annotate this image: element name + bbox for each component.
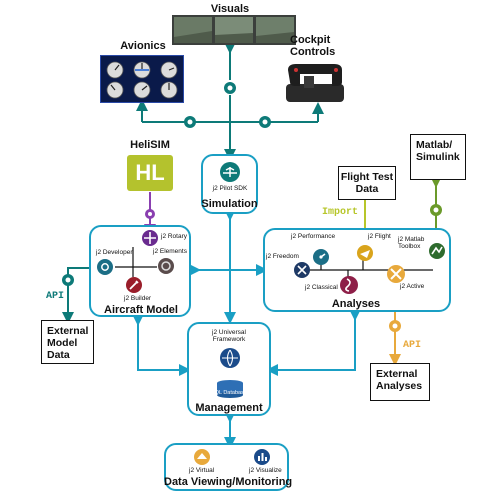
flight-test-data-label: Flight Test Data <box>340 171 394 196</box>
rotary-icon <box>142 230 158 246</box>
management-title: Management <box>195 402 263 414</box>
visualize-label: j2 Visualize <box>249 467 282 474</box>
analyses-title: Analyses <box>331 298 381 310</box>
active-icon <box>387 265 405 283</box>
external-model-data-doc: External Model Data <box>41 320 94 364</box>
management-box <box>187 322 271 416</box>
pilot-sdk-icon <box>220 162 240 182</box>
developer-label: j2 Developer <box>96 249 133 256</box>
data-viewing-box <box>164 443 289 491</box>
framework-icon <box>220 348 240 368</box>
classical-label: j2 Classical <box>305 284 338 291</box>
freedom-label: j2 Freedom <box>266 253 299 260</box>
avionics-label: Avionics <box>120 40 166 52</box>
matlab-toolbox-label: j2 Matlab Toolbox <box>398 236 425 250</box>
external-model-data-label: External Model Data <box>47 325 89 362</box>
visualize-icon <box>254 449 270 465</box>
framework-label: j2 Universal Framework <box>212 329 246 343</box>
matlab-simulink-label: Matlab/ Simulink <box>416 139 460 164</box>
active-label: j2 Active <box>400 283 425 290</box>
aircraft-model-title: Aircraft Model <box>104 304 178 316</box>
virtual-icon <box>194 449 210 465</box>
database-icon <box>217 380 243 398</box>
simulation-title: Simulation <box>201 198 258 210</box>
matlab-toolbox-icon <box>429 243 445 259</box>
builder-label: j2 Builder <box>124 295 152 302</box>
api-right-label: API <box>403 340 422 351</box>
virtual-label: j2 Virtual <box>189 467 215 474</box>
flight-icon <box>357 245 373 261</box>
cockpit-controls-label: Cockpit Controls <box>290 34 336 59</box>
performance-icon <box>313 249 329 265</box>
aircraft-model-links <box>115 247 157 277</box>
elements-label: j2 Elements <box>153 248 187 255</box>
helisim-label: HeliSIM <box>130 139 170 151</box>
rotary-label: j2 Rotary <box>161 233 188 240</box>
classical-icon <box>340 276 358 294</box>
avionics-panel-icon <box>100 55 184 103</box>
developer-icon <box>97 259 113 275</box>
freedom-icon <box>294 262 310 278</box>
visuals-screens-icon <box>172 15 296 45</box>
flight-test-data-doc: Flight Test Data <box>338 166 396 200</box>
data-viewing-title: Data Viewing/Monitoring <box>164 476 293 488</box>
import-label: Import <box>322 207 359 218</box>
yoke-icon <box>286 64 344 102</box>
flight-label: j2 Flight <box>368 233 391 240</box>
external-analyses-label: External Analyses <box>376 368 423 393</box>
elements-icon <box>158 258 174 274</box>
visuals-label: Visuals <box>210 3 250 15</box>
performance-label: j2 Performance <box>291 233 336 240</box>
helisim-logo-icon: HL <box>127 155 173 191</box>
api-left-label: API <box>46 291 65 302</box>
matlab-simulink-doc: Matlab/ Simulink <box>410 134 466 180</box>
pilot-sdk-label: j2 Pilot SDK <box>212 185 248 192</box>
builder-icon <box>126 277 142 293</box>
external-analyses-doc: External Analyses <box>370 363 430 401</box>
database-label: SQL Database <box>211 390 247 396</box>
